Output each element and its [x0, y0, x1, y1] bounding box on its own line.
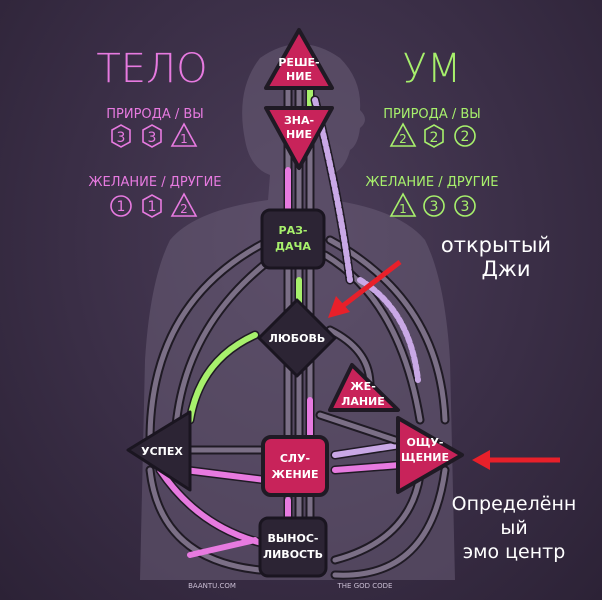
- right-nature-circle-3: 2: [454, 125, 476, 147]
- right-nature-label: ПРИРОДА / ВЫ: [383, 107, 481, 122]
- svg-text:2: 2: [430, 130, 439, 146]
- svg-text:ВЫНОС-: ВЫНОС-: [268, 532, 319, 545]
- svg-text:ДАЧА: ДАЧА: [275, 240, 311, 253]
- left-desire-label: ЖЕЛАНИЕ / ДРУГИЕ: [88, 175, 221, 190]
- center-ego[interactable]: ЖЕ- ЛАНИЕ: [328, 363, 400, 412]
- svg-text:1: 1: [180, 132, 188, 146]
- annotation-open-g-line2: Джи: [482, 257, 531, 281]
- annotation-open-g-line1: открытый: [441, 233, 551, 257]
- left-nature-hex-2: 3: [142, 124, 162, 148]
- left-desire-triangle-3: 2: [170, 192, 198, 217]
- svg-text:ЩЕНИЕ: ЩЕНИЕ: [401, 451, 449, 464]
- right-nature-triangle-1: 2: [389, 122, 417, 147]
- svg-text:2: 2: [399, 132, 407, 146]
- svg-text:1: 1: [117, 199, 126, 215]
- annotation-emo-line2: ый: [500, 517, 527, 539]
- svg-text:3: 3: [117, 130, 126, 146]
- right-desire-triangle-1: 1: [389, 192, 417, 217]
- svg-text:2: 2: [180, 202, 188, 216]
- left-title: ТЕЛО: [96, 46, 207, 92]
- center-ajna[interactable]: ЗНА- НИЕ: [264, 106, 334, 170]
- right-panel: УМ ПРИРОДА / ВЫ 2 2 2 ЖЕЛАНИЕ / ДРУГИЕ 1…: [365, 46, 499, 217]
- left-desire-circle-1: 1: [110, 195, 132, 217]
- footer-right: THE GOD CODE: [337, 582, 393, 590]
- svg-text:3: 3: [148, 130, 157, 146]
- center-root[interactable]: ВЫНОС- ЛИВОСТЬ: [258, 516, 328, 578]
- footer-left: BAANTU.COM: [188, 582, 236, 590]
- arrow-to-solar-icon: [472, 450, 560, 470]
- footer: BAANTU.COM THE GOD CODE: [188, 582, 392, 590]
- svg-text:1: 1: [399, 202, 407, 216]
- left-nature-label: ПРИРОДА / ВЫ: [106, 107, 204, 122]
- svg-text:РАЗ-: РАЗ-: [279, 224, 308, 237]
- svg-text:НИЕ: НИЕ: [286, 128, 312, 141]
- right-nature-hex-2: 2: [424, 124, 444, 148]
- svg-text:ЛИВОСТЬ: ЛИВОСТЬ: [263, 548, 323, 561]
- center-throat[interactable]: РАЗ- ДАЧА: [260, 208, 326, 270]
- svg-text:ЗНА-: ЗНА-: [284, 114, 314, 127]
- svg-text:ЛАНИЕ: ЛАНИЕ: [341, 395, 385, 408]
- right-desire-circle-3: 3: [454, 195, 476, 217]
- svg-text:ОЩУ-: ОЩУ-: [407, 436, 444, 449]
- center-spleen[interactable]: УСПЕХ: [126, 410, 192, 492]
- annotations: открытый Джи Определённ ый эмо центр: [441, 233, 576, 563]
- right-title: УМ: [403, 46, 462, 92]
- center-g[interactable]: ЛЮБОВЬ: [257, 298, 337, 378]
- svg-text:1: 1: [148, 199, 157, 215]
- right-desire-circle-2: 3: [423, 195, 445, 217]
- right-desire-label: ЖЕЛАНИЕ / ДРУГИЕ: [365, 175, 498, 190]
- center-head[interactable]: РЕШЕ- НИЕ: [264, 28, 334, 90]
- arrows: [328, 260, 560, 470]
- center-solar-plexus[interactable]: ОЩУ- ЩЕНИЕ: [396, 416, 464, 494]
- svg-text:НИЕ: НИЕ: [286, 70, 312, 83]
- svg-text:ЖЕ-: ЖЕ-: [350, 380, 376, 393]
- center-sacral[interactable]: СЛУ- ЖЕНИЕ: [261, 435, 329, 497]
- annotation-emo-line1: Определённ: [452, 493, 577, 515]
- arrow-to-g-icon: [328, 260, 402, 318]
- svg-text:РЕШЕ-: РЕШЕ-: [278, 56, 319, 69]
- left-desire-hex-2: 1: [142, 194, 162, 218]
- svg-text:3: 3: [430, 199, 439, 215]
- left-nature-triangle-3: 1: [170, 122, 198, 147]
- svg-text:СЛУ-: СЛУ-: [280, 452, 310, 465]
- svg-text:ЛЮБОВЬ: ЛЮБОВЬ: [269, 332, 326, 345]
- svg-text:3: 3: [461, 199, 470, 215]
- left-panel: ТЕЛО ПРИРОДА / ВЫ 3 3 1 ЖЕЛАНИЕ / ДРУГИЕ…: [88, 46, 222, 218]
- centers: РЕШЕ- НИЕ ЗНА- НИЕ РАЗ- ДАЧА ЛЮБОВЬ ЖЕ- …: [126, 28, 464, 578]
- svg-text:УСПЕХ: УСПЕХ: [141, 445, 183, 458]
- left-nature-hex-1: 3: [111, 124, 131, 148]
- annotation-emo-line3: эмо центр: [463, 541, 566, 563]
- svg-text:ЖЕНИЕ: ЖЕНИЕ: [272, 468, 319, 481]
- svg-text:2: 2: [461, 129, 470, 145]
